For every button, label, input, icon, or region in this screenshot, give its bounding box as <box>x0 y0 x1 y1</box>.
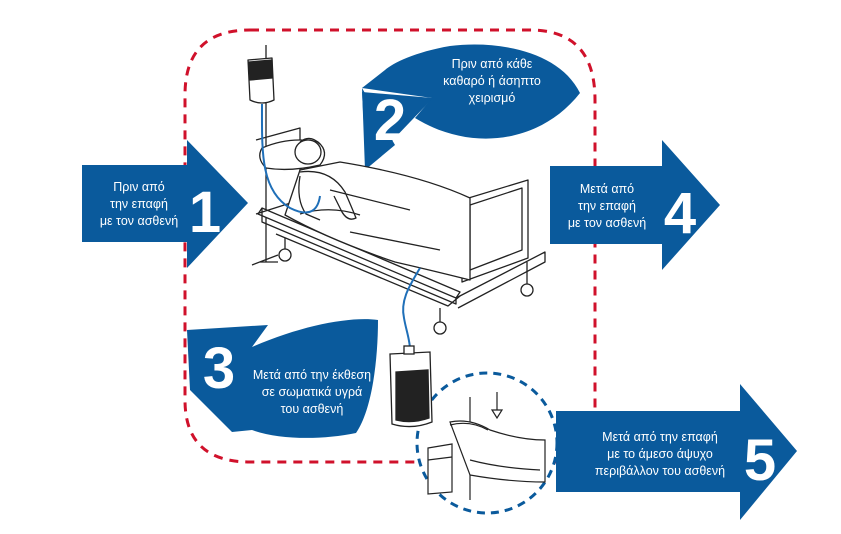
moment-2-number: 2 <box>374 88 406 153</box>
moment-3-label-line-1: Μετά από την έκθεση <box>253 368 371 382</box>
empty-bed-illustration <box>427 392 546 500</box>
moment-4-label-line-3: με τον ασθενή <box>568 216 646 230</box>
catheter-tube <box>402 267 421 351</box>
moment-2-label-line-2: καθαρό ή άσηπτο <box>443 74 541 88</box>
moment-4-number: 4 <box>664 181 696 246</box>
moment-2-arrow <box>362 44 580 170</box>
moment-5-label-line-1: Μετά από την επαφή <box>602 430 718 444</box>
patient-bed-illustration <box>247 45 546 335</box>
moment-2-label-line-3: χειρισμό <box>469 91 516 105</box>
iv-tube <box>260 103 321 214</box>
moment-5-arrow <box>556 384 797 520</box>
moment-5-label-line-3: περιβάλλον του ασθενή <box>595 464 725 478</box>
moment-3-number: 3 <box>203 336 235 401</box>
moment-1-number: 1 <box>189 180 221 245</box>
moment-4-label-line-2: την επαφή <box>578 199 636 213</box>
drainage-bag-icon <box>389 345 433 428</box>
moment-3-arrow <box>187 319 378 438</box>
moment-1-label-line-3: με τον ασθενή <box>100 214 178 228</box>
moment-4-arrow <box>550 140 720 270</box>
moment-2-arrow-body <box>362 92 433 168</box>
moment-2-label-line-1: Πριν από κάθε <box>452 57 533 71</box>
moment-3-label-line-3: του ασθενή <box>281 402 344 416</box>
moment-4-label-line-1: Μετά από <box>580 182 634 196</box>
moment-3-label-line-2: σε σωματικά υγρά <box>262 385 363 399</box>
patient-zone-boundary <box>183 28 597 464</box>
moment-1-label-line-2: την επαφή <box>110 197 168 211</box>
moment-1-label-line-1: Πριν από <box>113 180 164 194</box>
moment-5-label-line-2: με το άμεσο άψυχο <box>607 447 713 461</box>
moment-1-arrow <box>82 140 248 268</box>
moment-5-number: 5 <box>744 428 776 493</box>
